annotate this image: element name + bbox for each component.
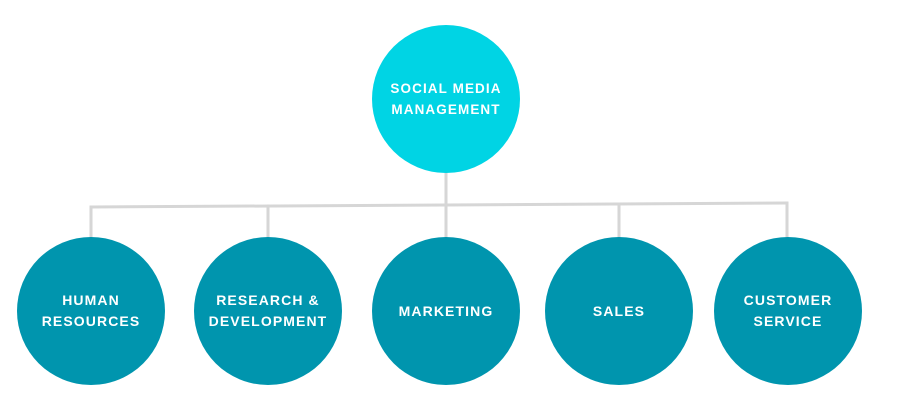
node-label-sales: SALES <box>592 302 646 319</box>
node-research-development: RESEARCH & DEVELOPMENT <box>194 237 342 385</box>
node-label-research-development: RESEARCH & DEVELOPMENT <box>208 292 328 329</box>
node-label-human-resources: HUMAN RESOURCES <box>41 292 141 329</box>
node-label-customer-service: CUSTOMER SERVICE <box>743 292 833 329</box>
horizontal-bus-line <box>89 201 789 209</box>
root-node-label: SOCIAL MEDIA MANAGEMENT <box>390 81 502 117</box>
node-label-marketing: MARKETING <box>398 302 494 319</box>
node-sales: SALES <box>545 237 693 385</box>
node-human-resources: HUMAN RESOURCES <box>17 237 165 385</box>
root-node-social-media-management: SOCIAL MEDIA MANAGEMENT <box>372 25 520 173</box>
node-customer-service: CUSTOMER SERVICE <box>714 237 862 385</box>
node-marketing: MARKETING <box>372 237 520 385</box>
